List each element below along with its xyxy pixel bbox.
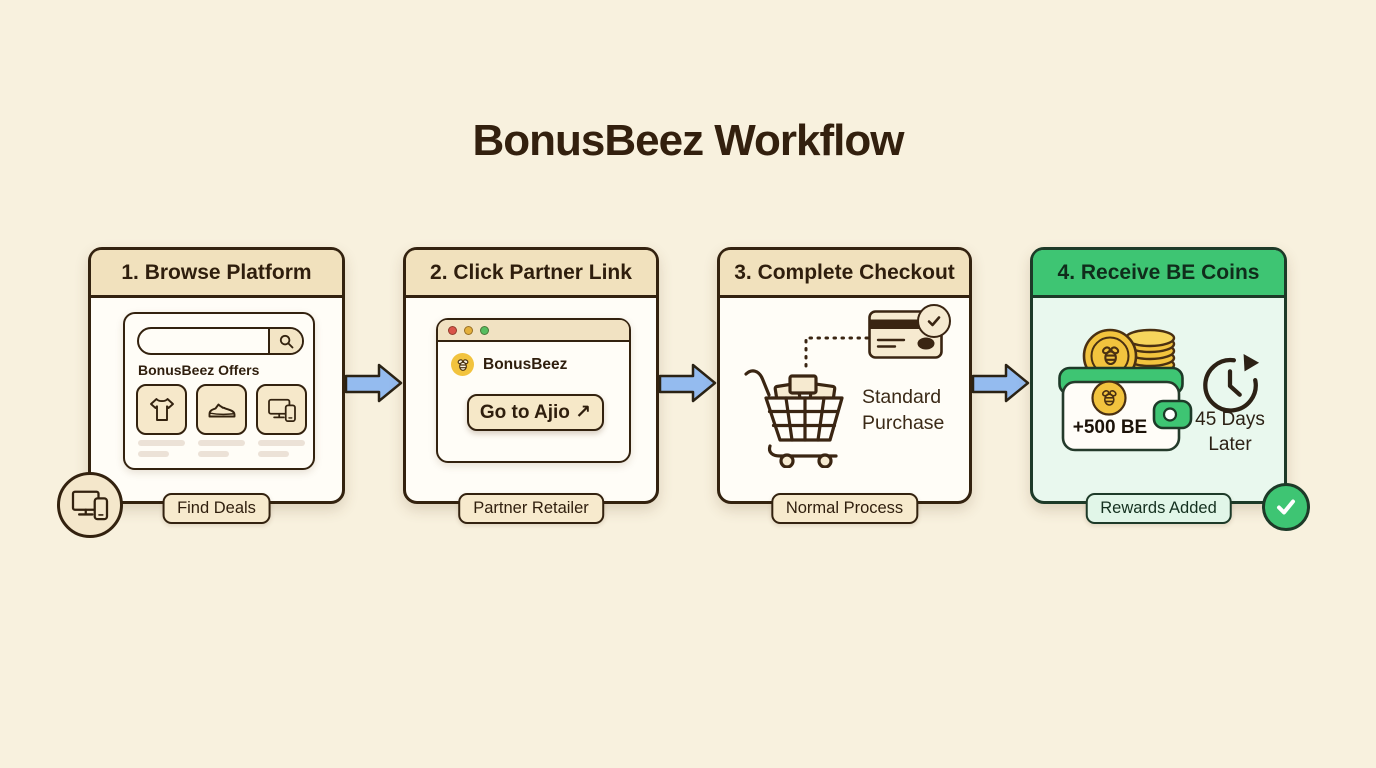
- placeholder-bar: [258, 451, 289, 457]
- check-circle-icon: [917, 304, 951, 338]
- step-card-click-partner-link: 2. Click Partner Link BonusBeez Go to A: [403, 247, 659, 524]
- flow-arrow-icon: [659, 363, 717, 403]
- product-tile: [196, 384, 247, 435]
- devices-icon: [71, 490, 109, 521]
- flow-arrow-icon: [972, 363, 1030, 403]
- traffic-light-green-icon: [480, 325, 489, 335]
- bee-icon: [1091, 380, 1127, 416]
- wallet-illustration: +500 BE: [1058, 328, 1193, 456]
- browser-titlebar: [438, 320, 629, 342]
- step-header: 4. Receive BE Coins: [1033, 250, 1284, 298]
- clock-icon: [1203, 353, 1260, 413]
- brand-row: BonusBeez: [451, 353, 567, 376]
- step-card-browse-platform: 1. Browse Platform BonusBeez Offers: [88, 247, 345, 524]
- traffic-light-red-icon: [448, 325, 457, 335]
- placeholder-bar: [198, 440, 245, 446]
- rewards-added-badge: Rewards Added: [1085, 493, 1232, 524]
- brand-name: BonusBeez: [483, 355, 568, 373]
- wallet-amount: +500 BE: [1072, 417, 1148, 438]
- placeholder-bar: [138, 451, 169, 457]
- mini-site-panel: BonusBeez Offers: [123, 312, 315, 470]
- product-tile: [136, 384, 187, 435]
- step-header: 1. Browse Platform: [91, 250, 342, 298]
- placeholder-bar: [258, 440, 305, 446]
- product-tile: [256, 384, 307, 435]
- search-icon: [268, 329, 302, 353]
- product-tile-row: [136, 384, 307, 435]
- flow-arrow-icon: [345, 363, 403, 403]
- page-title: BonusBeez Workflow: [472, 116, 904, 165]
- checkout-caption: Standard Purchase: [862, 386, 945, 435]
- search-input[interactable]: [137, 327, 304, 355]
- step-card-complete-checkout: 3. Complete Checkout Standard Purchase: [717, 247, 972, 524]
- timing-label: 45 Days Later: [1195, 409, 1265, 455]
- success-check-icon: [1262, 483, 1310, 531]
- offers-heading: BonusBeez Offers: [138, 362, 260, 378]
- dotted-connector: [804, 336, 876, 368]
- sneaker-icon: [208, 403, 235, 417]
- normal-process-badge: Normal Process: [770, 493, 919, 524]
- browser-window: BonusBeez Go to Ajio ↗: [436, 318, 631, 463]
- partner-retailer-badge: Partner Retailer: [458, 493, 604, 524]
- step-header: 2. Click Partner Link: [406, 250, 656, 298]
- step-header: 3. Complete Checkout: [720, 250, 969, 298]
- find-deals-badge: Find Deals: [162, 493, 271, 524]
- devices-circle-badge: [57, 472, 123, 538]
- tshirt-icon: [149, 398, 174, 421]
- devices-icon: [267, 398, 296, 422]
- cart-icon: [744, 369, 844, 468]
- placeholder-bar: [198, 451, 229, 457]
- step-card-receive-be-coins: 4. Receive BE Coins: [1030, 247, 1287, 524]
- go-to-ajio-button[interactable]: Go to Ajio ↗: [467, 394, 604, 431]
- traffic-light-yellow-icon: [464, 325, 473, 335]
- bee-icon: [451, 353, 474, 376]
- placeholder-bar: [138, 440, 185, 446]
